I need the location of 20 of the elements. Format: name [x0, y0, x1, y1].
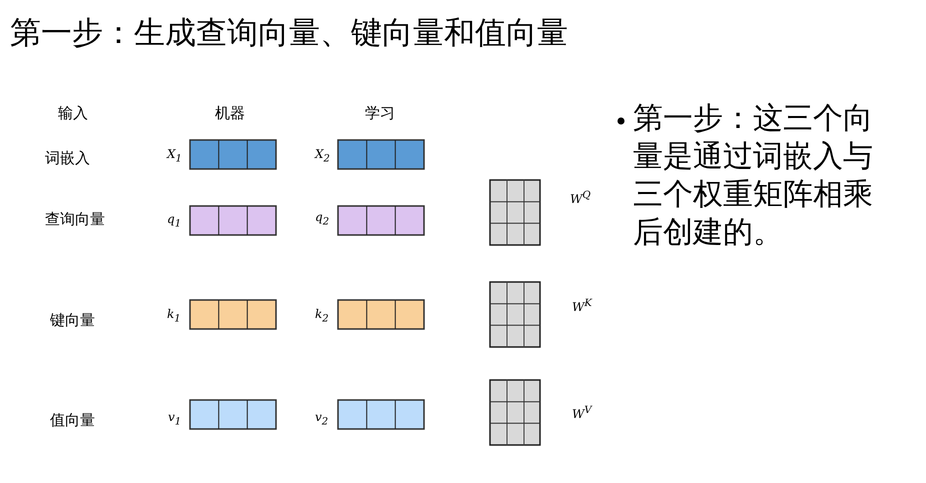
- vector-symbol: k$_{1}$: [167, 307, 181, 324]
- vector-symbol: k$_{2}$: [315, 307, 329, 324]
- matrix-symbol: W$^{K}$: [572, 298, 592, 314]
- matrix-symbol: W$^{Q}$: [570, 190, 591, 206]
- row-label: 键向量: [50, 311, 95, 330]
- vector-symbol: v$_{2}$: [315, 410, 328, 428]
- column-header: 学习: [365, 104, 395, 123]
- vector-symbol: X$_{2}$: [315, 147, 330, 164]
- row-label: 词嵌入: [45, 149, 90, 168]
- matrix-symbol: W$^{V}$: [572, 405, 592, 421]
- slide-title: 第一步：生成查询向量、键向量和值向量: [10, 14, 568, 53]
- row-label: 查询向量: [45, 210, 105, 229]
- bullet-text: 第一步：这三个向量是通过词嵌入与三个权重矩阵相乘后创建的。: [633, 100, 874, 252]
- column-header: 机器: [215, 104, 245, 123]
- row-label: 值向量: [50, 411, 95, 430]
- vector-symbol: X$_{1}$: [167, 147, 182, 164]
- vector-symbol: q$_{2}$: [315, 210, 330, 228]
- vector-symbol: v$_{1}$: [168, 410, 182, 428]
- vector-symbol: q$_{1}$: [167, 212, 182, 230]
- column-header: 输入: [58, 104, 88, 123]
